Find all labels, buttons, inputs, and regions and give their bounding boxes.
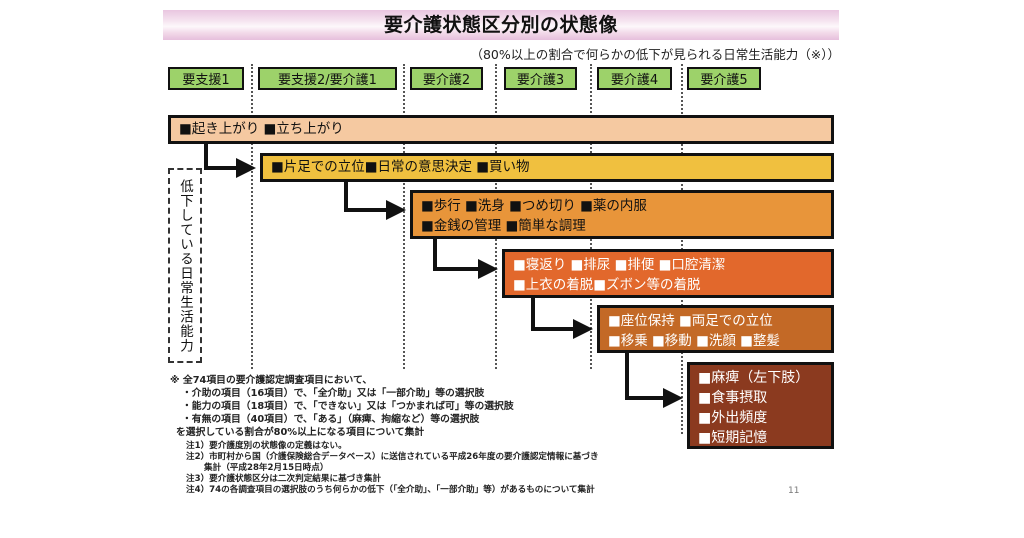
stage-box-care3: ■寝返り ■排尿 ■排便 ■口腔清潔 ■上衣の着脱■ズボン等の着脱	[502, 249, 834, 298]
note: 集計（平成28年2月15日時点）	[204, 463, 329, 473]
declining-abilities-label: 低下している日常生活能力	[168, 168, 202, 363]
footnote-item: ・有無の項目（40項目）で、「ある」（麻痺、拘縮など）等の選択肢	[182, 414, 480, 425]
stage-line: ■歩行 ■洗身 ■つめ切り ■薬の内服	[421, 198, 647, 214]
column-divider	[403, 64, 405, 369]
level-header-support2-care1: 要支援2/要介護1	[258, 67, 397, 90]
column-divider	[251, 64, 253, 369]
stage-line: ■食事摂取	[698, 390, 768, 406]
stage-line: ■上衣の着脱■ズボン等の着脱	[513, 277, 701, 293]
subtitle: （80%以上の割合で何らかの低下が見られる日常生活能力（※））	[470, 47, 840, 62]
stage-box-care5: ■麻痺（左下肢） ■食事摂取 ■外出頻度 ■短期記憶	[687, 362, 834, 449]
connector-arrow	[625, 352, 683, 408]
stage-line: ■寝返り ■排尿 ■排便 ■口腔清潔	[513, 257, 726, 273]
stage-box-care4: ■座位保持 ■両足での立位 ■移乗 ■移動 ■洗顔 ■整髪	[597, 305, 834, 353]
level-header-care4: 要介護4	[597, 67, 672, 90]
footnote-item: ・能力の項目（18項目）で、「できない」又は「つかまれば可」等の選択肢	[182, 401, 514, 412]
stage-line: ■麻痺（左下肢）	[698, 370, 810, 386]
stage-line: ■移乗 ■移動 ■洗顔 ■整髪	[608, 333, 780, 349]
connector-arrow	[531, 297, 593, 339]
stage-line: ■金銭の管理 ■簡単な調理	[421, 218, 586, 234]
level-header-support1: 要支援1	[168, 67, 244, 90]
stage-box-support1: ■起き上がり ■立ち上がり	[168, 115, 834, 144]
connector-arrow	[433, 238, 498, 279]
connector-arrow	[204, 143, 256, 178]
stage-line: ■外出頻度	[698, 410, 768, 426]
note: 注2）市町村から国（介護保険総合データベース）に送信されている平成26年度の要介…	[186, 452, 599, 462]
footnote-block: ※ 全74項目の要介護認定調査項目において、 ・介助の項目（16項目）で、「全介…	[170, 374, 514, 439]
footnote-item: ・介助の項目（16項目）で、「全介助」又は「一部介助」等の選択肢	[182, 388, 485, 399]
footnote-intro: ※ 全74項目の要介護認定調査項目において、	[170, 375, 373, 386]
connector-arrow	[344, 181, 406, 220]
level-header-care5: 要介護5	[687, 67, 761, 90]
page-number: 11	[788, 486, 800, 496]
note: 注4）74の各調査項目の選択肢のうち何らかの低下（「全介助」、「一部介助」等）が…	[186, 485, 595, 495]
stage-box-support2-care1: ■片足での立位■日常の意思決定 ■買い物	[260, 153, 834, 182]
note: 注3）要介護状態区分は二次判定結果に基づき集計	[186, 474, 382, 484]
stage-box-care2: ■歩行 ■洗身 ■つめ切り ■薬の内服 ■金銭の管理 ■簡単な調理	[410, 190, 834, 239]
title-band	[163, 10, 839, 40]
note: 注1）要介護度別の状態像の定義はない。	[186, 441, 347, 451]
stage-line: ■片足での立位■日常の意思決定 ■買い物	[271, 159, 530, 175]
stage-line: ■起き上がり ■立ち上がり	[179, 121, 344, 137]
notes-block: 注1）要介護度別の状態像の定義はない。 注2）市町村から国（介護保険総合データベ…	[186, 441, 599, 496]
stage-line: ■短期記憶	[698, 430, 768, 446]
stage-line: ■座位保持 ■両足での立位	[608, 313, 773, 329]
page-title: 要介護状態区分別の状態像	[383, 14, 618, 36]
footnote-outro: を選択している割合が80%以上になる項目について集計	[176, 427, 425, 438]
level-header-care2: 要介護2	[410, 67, 483, 90]
level-header-care3: 要介護3	[504, 67, 577, 90]
